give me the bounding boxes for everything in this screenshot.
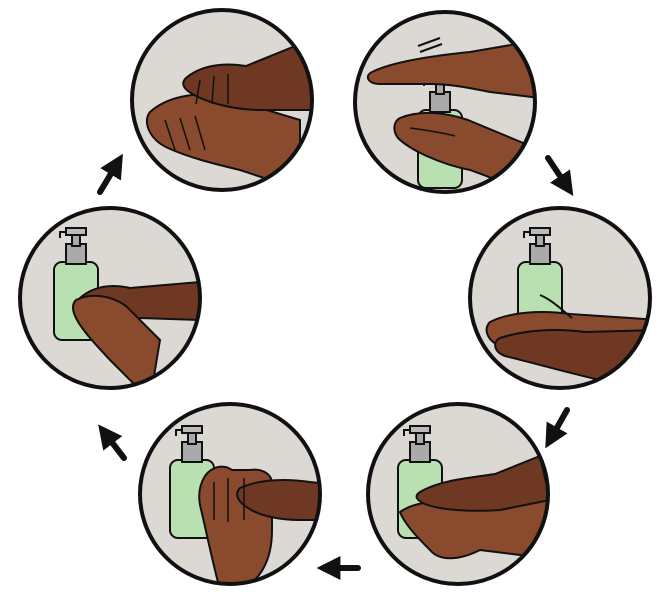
step-2-rub-palms (470, 208, 660, 395)
step-3-rub-back-of-hand (368, 404, 560, 584)
arrow-step-5-to-6-icon (100, 162, 118, 192)
step-6-rub-until-dry (132, 10, 320, 190)
step-5-rub-fingertips (20, 208, 200, 400)
arrow-step-1-to-2-icon (548, 158, 568, 188)
arrow-step-4-to-5-icon (104, 432, 124, 458)
arrow-step-2-to-3-icon (550, 410, 567, 440)
step-4-interlace-fingers (140, 404, 330, 590)
step-1-press-pump (355, 12, 540, 196)
